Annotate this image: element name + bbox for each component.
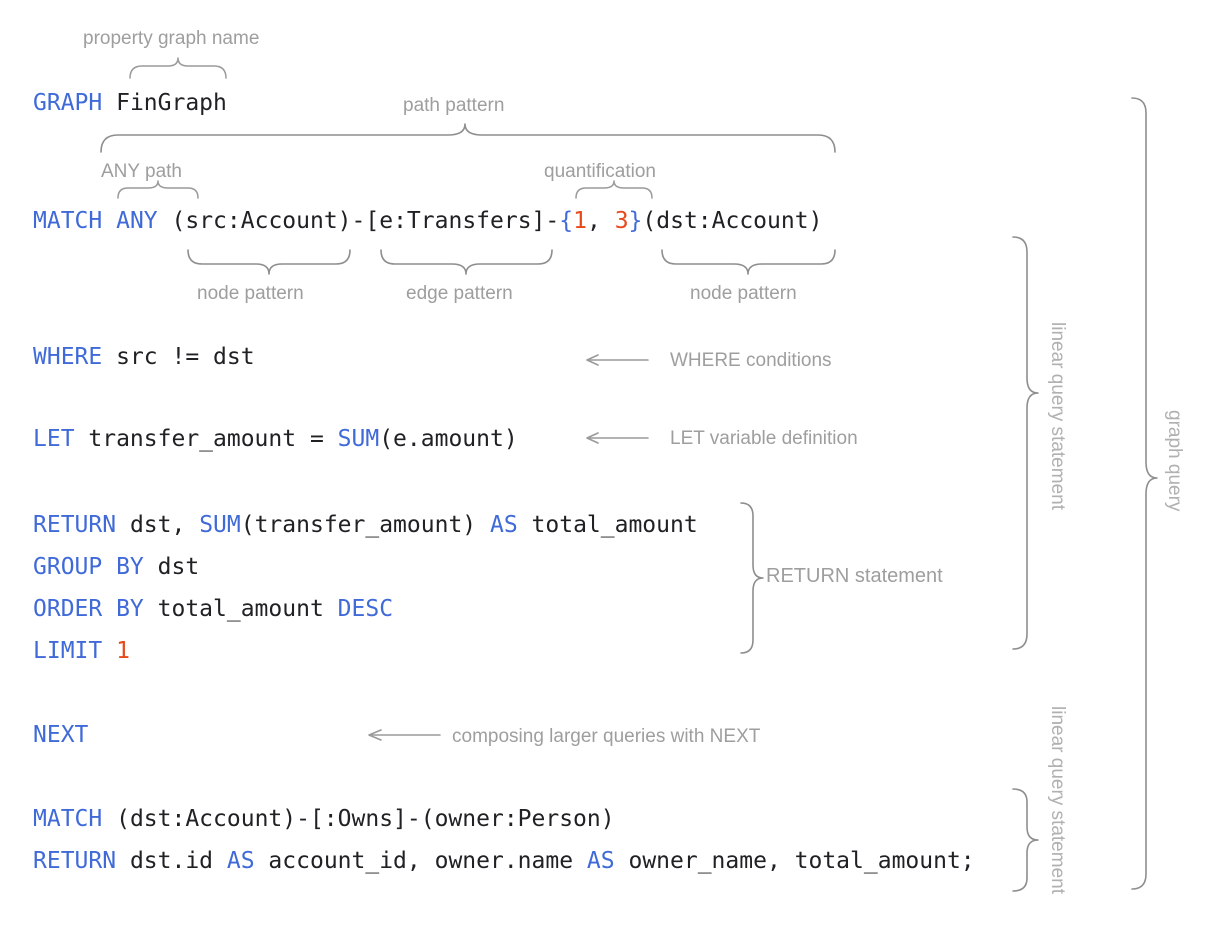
brace-path-pattern: [100, 123, 836, 153]
return-alias: total_amount: [517, 512, 698, 538]
return-first-item: dst,: [116, 512, 200, 538]
code-line-next: NEXT: [33, 720, 88, 750]
keyword-group-by: GROUP BY: [33, 554, 144, 580]
limit-value: 1: [116, 638, 130, 664]
label-node-pattern-1: node pattern: [197, 283, 304, 304]
code-line-where: WHERE src != dst: [33, 342, 255, 372]
label-graph-query: graph query: [1164, 410, 1185, 512]
label-quantification: quantification: [544, 161, 656, 182]
return-2-item-3: owner_name, total_amount;: [614, 848, 975, 874]
label-property-graph-name: property graph name: [83, 28, 260, 49]
graph-name: FinGraph: [102, 90, 227, 116]
brace-any-path: [117, 180, 199, 199]
brace-property-graph-name: [129, 57, 227, 79]
keyword-match-2: MATCH: [33, 806, 103, 832]
dash-1: -: [351, 208, 366, 234]
space-2: [158, 208, 172, 234]
quant-min: 1: [573, 208, 587, 234]
code-line-group-by: GROUP BY dst: [33, 552, 199, 582]
label-where-conditions: WHERE conditions: [670, 350, 832, 371]
label-linear-query-statement-2: linear query statement: [1047, 706, 1068, 894]
label-edge-pattern: edge pattern: [406, 283, 513, 304]
keyword-let: LET: [33, 426, 75, 452]
space-1: [102, 208, 116, 234]
label-return-statement: RETURN statement: [766, 565, 943, 587]
brace-linear-query-statement-1: [1012, 236, 1039, 650]
code-line-order-by: ORDER BY total_amount DESC: [33, 594, 393, 624]
limit-space: [102, 638, 116, 664]
keyword-limit: LIMIT: [33, 638, 103, 664]
brace-quantification: [575, 180, 653, 199]
code-line-let: LET transfer_amount = SUM(e.amount): [33, 424, 518, 454]
brace-return-statement: [740, 502, 764, 654]
return-sum-args: (transfer_amount): [240, 512, 490, 538]
where-expression: src != dst: [102, 344, 255, 370]
code-line-return: RETURN dst, SUM(transfer_amount) AS tota…: [33, 510, 698, 540]
quant-comma: ,: [586, 208, 615, 234]
return-2-item-1: dst.id: [116, 848, 227, 874]
keyword-graph: GRAPH: [33, 90, 103, 116]
arrowhead-next: [368, 729, 382, 741]
return-2-item-2: account_id, owner.name: [254, 848, 587, 874]
arrowhead-let: [586, 432, 599, 444]
keyword-as: AS: [489, 512, 518, 538]
keyword-as-2: AS: [226, 848, 255, 874]
label-composing-next: composing larger queries with NEXT: [452, 726, 761, 747]
brace-graph-query: [1131, 97, 1158, 890]
group-by-key: dst: [143, 554, 200, 580]
dst-node-pattern: (dst:Account): [642, 208, 823, 234]
keyword-return: RETURN: [33, 512, 117, 538]
keyword-desc: DESC: [337, 596, 394, 622]
label-any-path: ANY path: [101, 161, 182, 182]
label-node-pattern-2: node pattern: [690, 283, 797, 304]
match-2-pattern: (dst:Account)-[:Owns]-(owner:Person): [102, 806, 615, 832]
brace-node-pattern-2: [661, 249, 836, 275]
order-by-key: total_amount: [143, 596, 338, 622]
code-line-limit: LIMIT 1: [33, 636, 130, 666]
code-line-match: MATCH ANY (src:Account)-[e:Transfers]-{1…: [33, 206, 822, 236]
keyword-as-3: AS: [586, 848, 615, 874]
quant-brace-open: {: [559, 208, 574, 234]
keyword-next: NEXT: [33, 722, 89, 748]
keyword-order-by: ORDER BY: [33, 596, 144, 622]
keyword-where: WHERE: [33, 344, 103, 370]
edge-pattern-text: [e:Transfers]: [365, 208, 546, 234]
quant-brace-close: }: [628, 208, 643, 234]
keyword-any: ANY: [116, 208, 158, 234]
src-node-pattern: (src:Account): [171, 208, 352, 234]
label-let-variable-definition: LET variable definition: [670, 428, 858, 449]
code-line-graph: GRAPH FinGraph: [33, 88, 227, 118]
function-sum-2: SUM: [199, 512, 241, 538]
code-line-return-2: RETURN dst.id AS account_id, owner.name …: [33, 846, 975, 876]
brace-linear-query-statement-2: [1012, 788, 1039, 892]
keyword-return-2: RETURN: [33, 848, 117, 874]
let-variable: transfer_amount =: [74, 426, 338, 452]
arrowhead-where: [586, 354, 599, 366]
brace-edge-pattern: [380, 249, 553, 275]
function-sum: SUM: [337, 426, 380, 452]
dash-2: -: [545, 208, 560, 234]
brace-node-pattern-1: [187, 249, 351, 275]
label-linear-query-statement-1: linear query statement: [1047, 322, 1068, 510]
code-line-match-2: MATCH (dst:Account)-[:Owns]-(owner:Perso…: [33, 804, 615, 834]
label-path-pattern: path pattern: [403, 95, 505, 116]
quant-max: 3: [614, 208, 629, 234]
let-args: (e.amount): [379, 426, 518, 452]
keyword-match: MATCH: [33, 208, 103, 234]
